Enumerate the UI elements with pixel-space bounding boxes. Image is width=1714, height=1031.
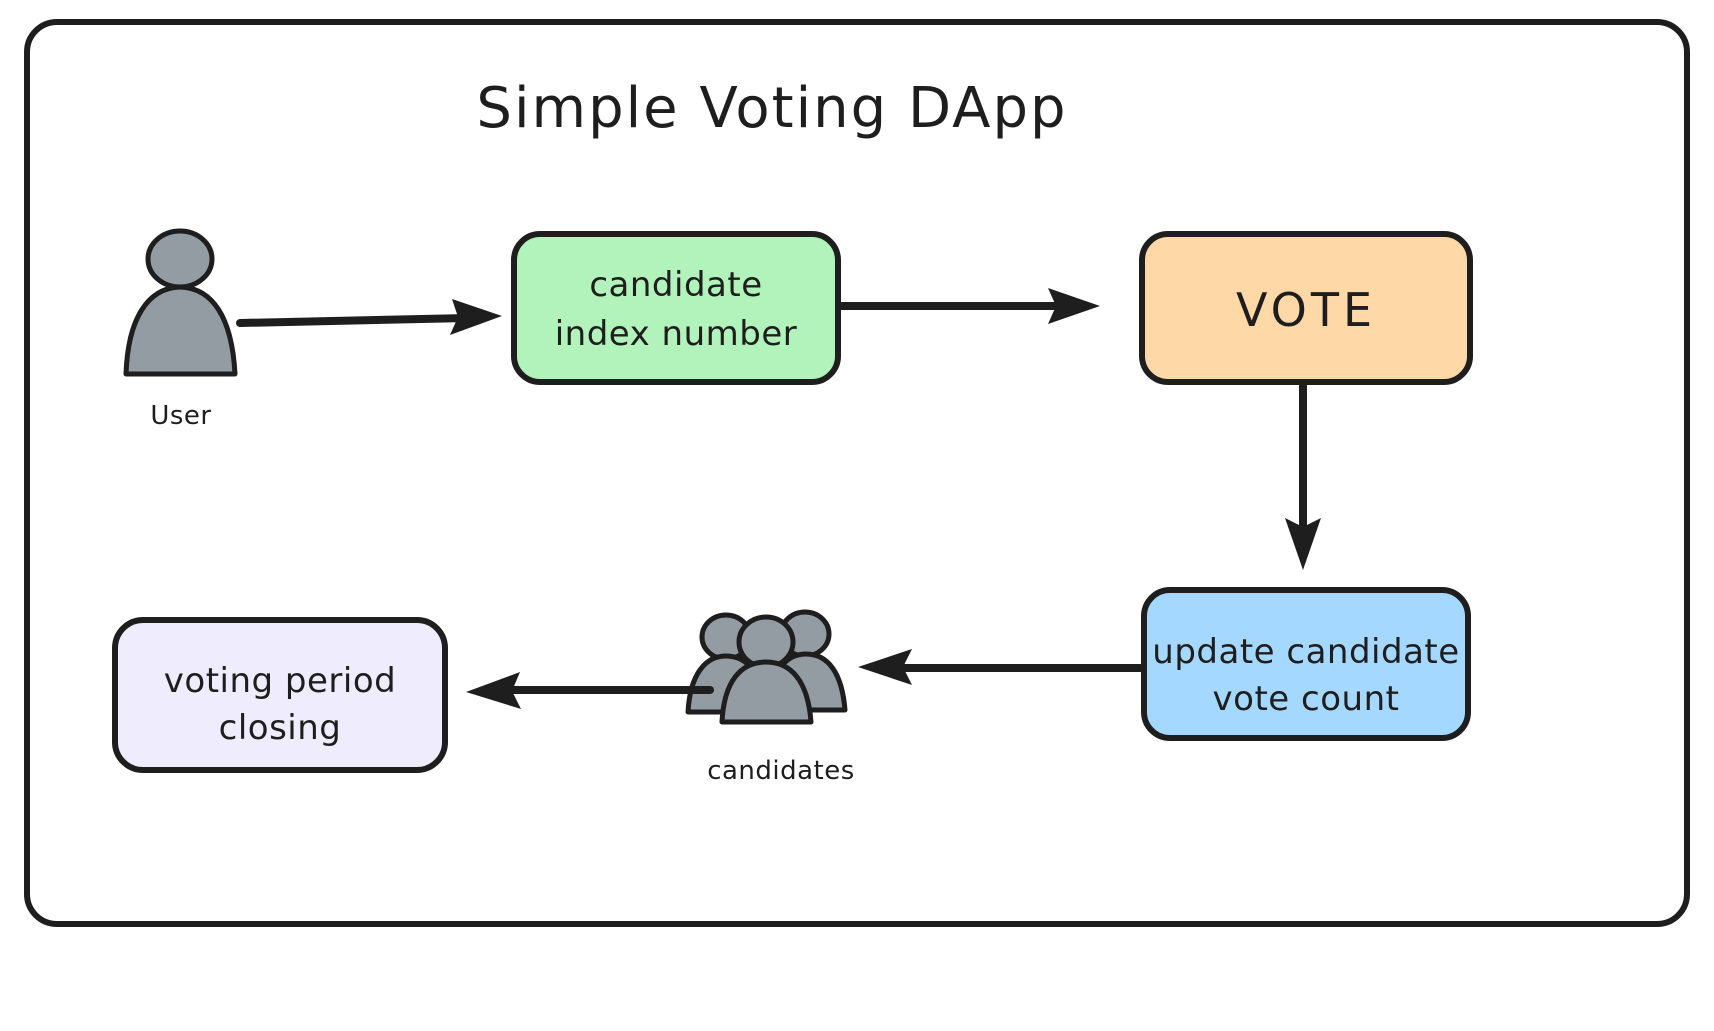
candidates-body-center-icon: [719, 659, 814, 725]
diagram-title: Simple Voting DApp: [476, 76, 1067, 141]
voting-period-closing-label-line1: voting period: [164, 661, 396, 701]
candidate-index-label-line2: index number: [555, 314, 798, 354]
voting-period-closing-label-line2: closing: [219, 708, 342, 748]
node-candidate-index[interactable]: candidate index number: [511, 231, 841, 385]
user-head-icon: [145, 228, 215, 290]
edge-vote-to-update-vote-count: [1285, 382, 1321, 570]
candidate-index-box[interactable]: [511, 231, 841, 385]
edge-candidate-index-to-vote: [838, 288, 1100, 324]
candidate-index-label-line1: candidate: [589, 265, 762, 305]
node-update-vote-count[interactable]: update candidate vote count: [1141, 587, 1471, 741]
vote-box[interactable]: [1139, 231, 1473, 385]
user-body-icon: [123, 284, 238, 377]
candidates-label: candidates: [707, 756, 855, 786]
node-voting-period-closing[interactable]: voting period closing: [112, 617, 448, 773]
update-vote-count-box[interactable]: [1141, 587, 1471, 741]
node-user: User: [123, 228, 238, 431]
voting-period-closing-box[interactable]: [112, 617, 448, 773]
update-vote-count-label-line1: update candidate: [1152, 632, 1459, 672]
node-vote[interactable]: VOTE: [1139, 231, 1473, 385]
user-label: User: [150, 401, 211, 431]
edge-candidates-to-voting-period-closing: [466, 672, 714, 709]
edge-user-to-candidate-index: [236, 299, 502, 335]
vote-label: VOTE: [1236, 283, 1376, 337]
edge-update-vote-count-to-candidates: [858, 649, 1144, 685]
diagram-frame: [24, 19, 1690, 927]
update-vote-count-label-line2: vote count: [1213, 679, 1400, 719]
node-candidates: candidates: [685, 609, 855, 786]
